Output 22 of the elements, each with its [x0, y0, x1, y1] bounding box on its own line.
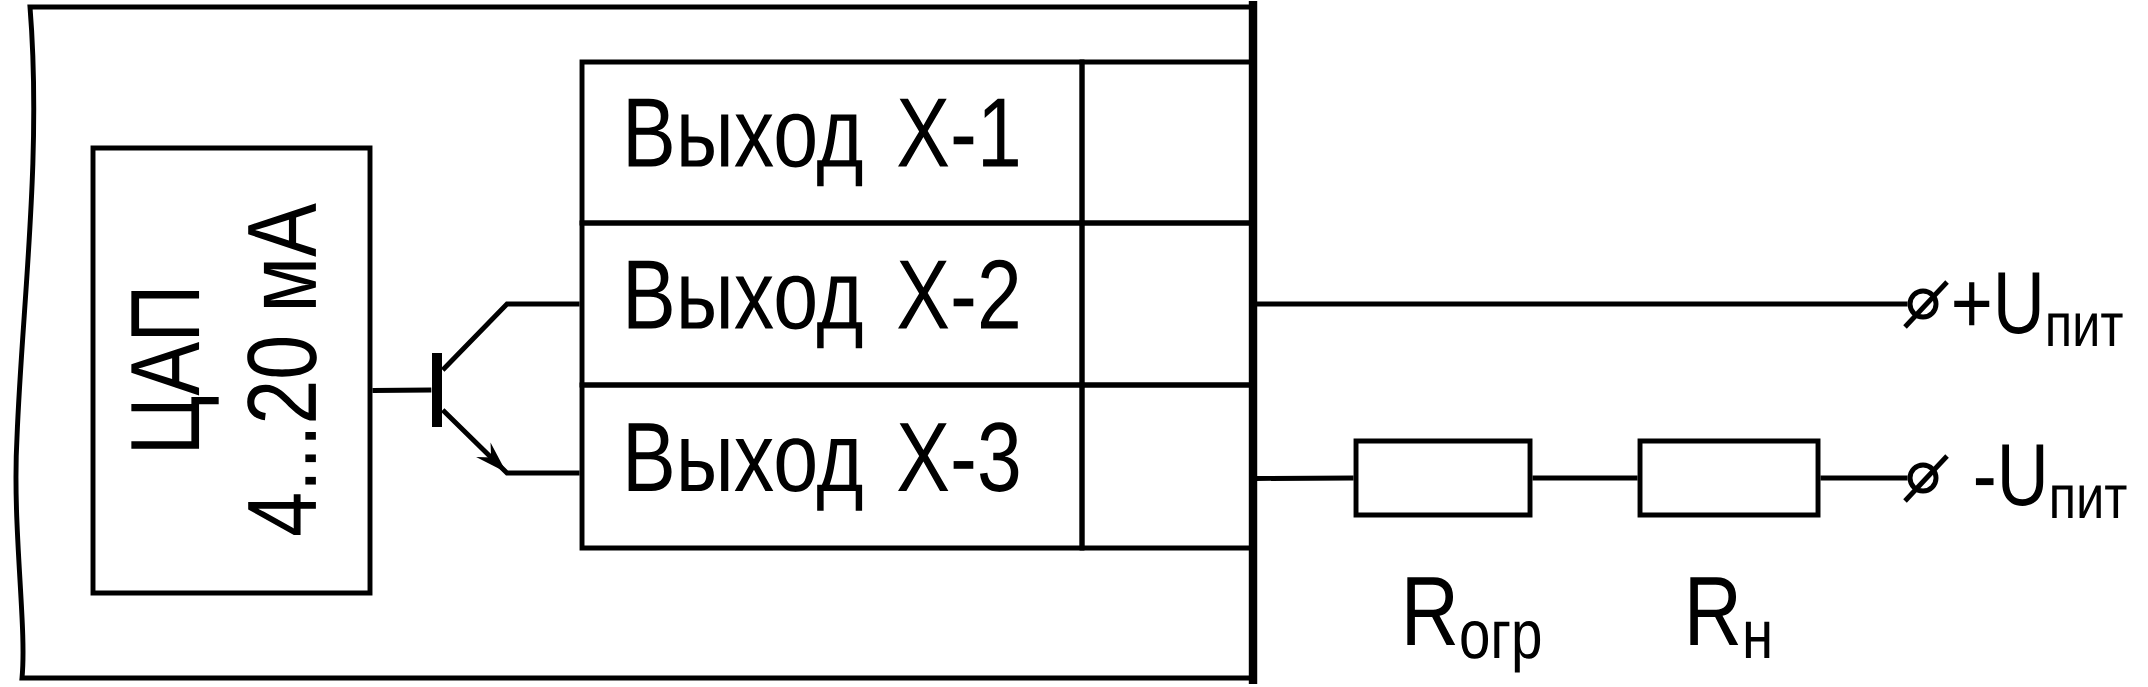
table-cell	[1079, 382, 1256, 551]
resistor-symbol	[1637, 438, 1821, 518]
table-cell: Выход Х-1	[579, 59, 1085, 226]
terminal-symbol	[1903, 454, 1949, 503]
transistor-symbol	[432, 353, 442, 427]
terminal-symbol	[1903, 280, 1949, 329]
wire	[1255, 475, 1354, 481]
resistor-symbol	[1353, 438, 1533, 518]
table-cell: Выход Х-2	[579, 220, 1085, 388]
component-label: +U$_{пит}$	[1954, 272, 2123, 347]
component-label: R$_{огр}$	[1407, 577, 1541, 673]
wire	[441, 408, 580, 476]
wire	[1820, 475, 1908, 481]
wire	[440, 301, 580, 372]
wire	[1255, 301, 1908, 307]
wire	[372, 387, 432, 393]
wire	[1532, 475, 1638, 481]
table-cell: Выход Х-3	[579, 382, 1085, 551]
device-housing	[13, 1, 1258, 684]
component-label: R$_{н}$	[1690, 577, 1770, 659]
component-label: -U$_{пит}$	[1975, 444, 2127, 519]
dac-box: ЦАП 4...20 мА	[90, 145, 373, 596]
